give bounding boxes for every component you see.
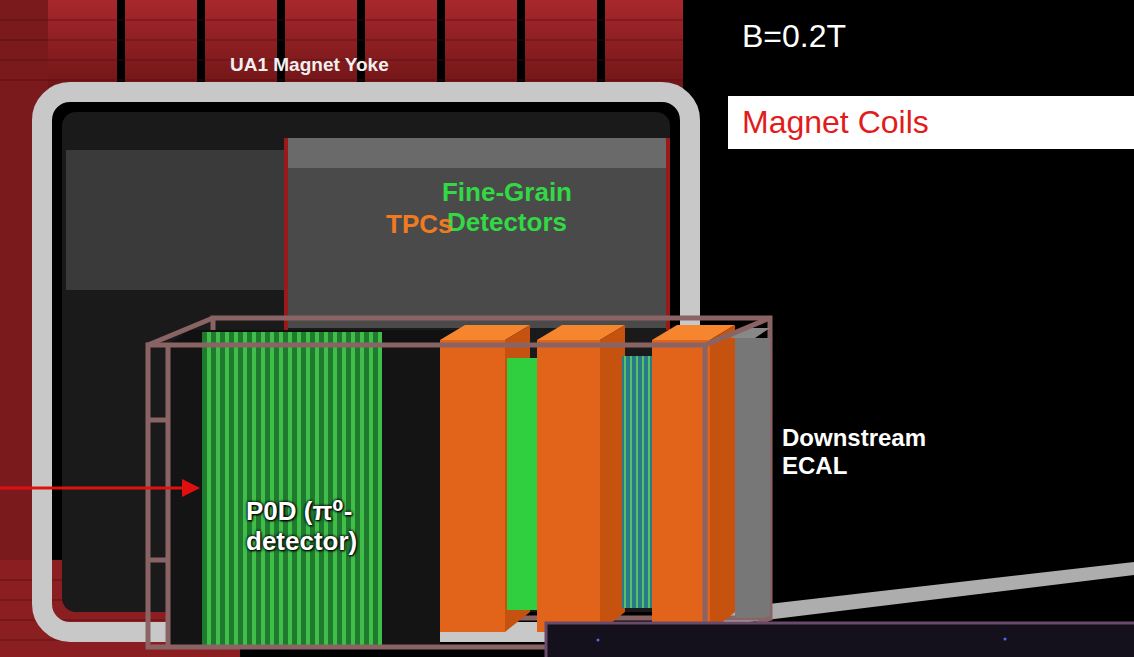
yoke-lamination — [0, 20, 683, 640]
fgd — [507, 358, 537, 610]
tpc — [537, 340, 600, 632]
inset-dot — [1004, 638, 1007, 641]
inner-panel — [66, 150, 286, 290]
coil-label-box: Magnet Coils — [728, 96, 1134, 149]
tpc-side — [600, 325, 625, 632]
fgd — [622, 356, 652, 608]
tpc — [652, 340, 710, 632]
inner-panel — [286, 168, 668, 328]
field-value: B=0.2T — [742, 18, 942, 55]
tpc-label: TPCs — [386, 210, 476, 240]
p0d-box: P0D (π⁰- detector) — [242, 497, 374, 557]
node-text: Magnet Coils — [728, 104, 1134, 141]
tpc-side — [710, 325, 735, 632]
basket-frame — [148, 318, 770, 647]
ecal-label: Downstream ECAL — [782, 424, 952, 479]
yoke-top — [45, 0, 683, 92]
yoke-label: UA1 Magnet Yoke — [230, 54, 490, 76]
inset-dot — [597, 639, 600, 642]
tpc — [440, 340, 505, 632]
inner-panel — [286, 138, 668, 168]
ecal — [735, 338, 770, 618]
p0d-scintillator — [202, 332, 382, 647]
fgd-label: Fine-Grain Detectors — [432, 178, 582, 238]
node-text: P0D (π⁰- detector) — [242, 497, 374, 557]
beam-arrowhead — [182, 479, 200, 497]
beam-arrow — [0, 487, 186, 490]
coil-edge — [666, 138, 670, 330]
coil-edge — [284, 138, 288, 330]
inset-panel — [546, 623, 1134, 657]
